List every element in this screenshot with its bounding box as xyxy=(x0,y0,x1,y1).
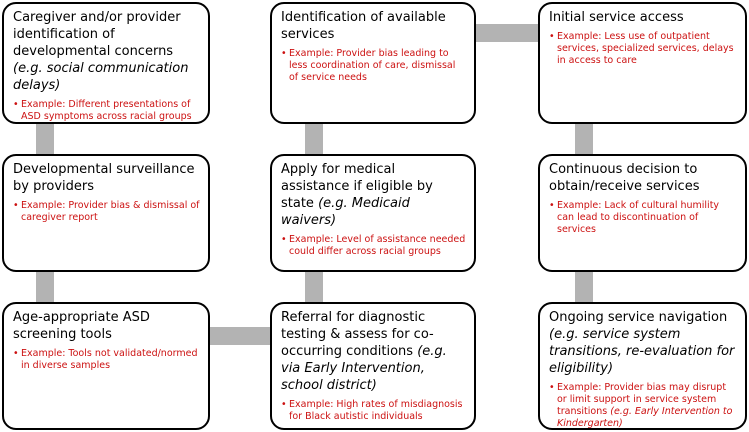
box-title: Referral for diagnostic testing & assess… xyxy=(281,310,447,393)
box-title: Identification of available services xyxy=(281,10,446,42)
example-text: •Example: Different presentations of ASD… xyxy=(13,99,192,122)
connector-caregiver-to-surveillance xyxy=(36,122,54,156)
box-title: Age-appropriate ASD screening tools xyxy=(13,310,150,342)
connector-initial-access-to-decision xyxy=(575,122,593,156)
connector-surveillance-to-screening xyxy=(36,270,54,304)
example-text: •Example: Tools not validated/normed in … xyxy=(13,348,198,371)
box-continuous-decision: Continuous decision to obtain/receive se… xyxy=(538,154,747,272)
box-title: Apply for medical assistance if eligible… xyxy=(281,162,433,228)
example-text: •Example: Level of assistance needed cou… xyxy=(281,234,466,257)
bullet-icon: • xyxy=(13,99,19,110)
example-text: •Example: Provider bias & dismissal of c… xyxy=(13,200,200,223)
example-text: •Example: Lack of cultural humility can … xyxy=(549,200,720,235)
connector-services-to-initial-access xyxy=(474,24,540,42)
box-title: Developmental surveillance by providers xyxy=(13,162,195,194)
box-title: Initial service access xyxy=(549,10,684,25)
connector-decision-to-navigation xyxy=(575,270,593,304)
connector-medical-assistance-to-services xyxy=(305,122,323,156)
bullet-icon: • xyxy=(281,234,287,245)
bullet-icon: • xyxy=(13,348,19,359)
box-available-services: Identification of available services •Ex… xyxy=(270,2,476,124)
example-text: •Example: Less use of outpatient service… xyxy=(549,31,734,66)
bullet-icon: • xyxy=(549,382,555,393)
bullet-icon: • xyxy=(549,31,555,42)
box-title: Ongoing service navigation (e.g. service… xyxy=(549,310,735,376)
box-diagnostic-referral: Referral for diagnostic testing & assess… xyxy=(270,302,476,430)
example-text: •Example: Provider bias may disrupt or l… xyxy=(549,382,733,429)
bullet-icon: • xyxy=(549,200,555,211)
bullet-icon: • xyxy=(281,48,287,59)
connector-screening-to-referral xyxy=(208,327,272,345)
box-caregiver-concerns: Caregiver and/or provider identification… xyxy=(2,2,210,124)
box-service-navigation: Ongoing service navigation (e.g. service… xyxy=(538,302,747,430)
connector-referral-to-medical-assistance xyxy=(305,270,323,304)
box-screening-tools: Age-appropriate ASD screening tools •Exa… xyxy=(2,302,210,430)
bullet-icon: • xyxy=(13,200,19,211)
box-developmental-surveillance: Developmental surveillance by providers … xyxy=(2,154,210,272)
box-title: Caregiver and/or provider identification… xyxy=(13,10,189,93)
example-text: •Example: High rates of misdiagnosis for… xyxy=(281,399,463,422)
example-text: •Example: Provider bias leading to less … xyxy=(281,48,456,83)
bullet-icon: • xyxy=(281,399,287,410)
box-title: Continuous decision to obtain/receive se… xyxy=(549,162,700,194)
box-medical-assistance: Apply for medical assistance if eligible… xyxy=(270,154,476,272)
box-initial-access: Initial service access •Example: Less us… xyxy=(538,2,747,124)
